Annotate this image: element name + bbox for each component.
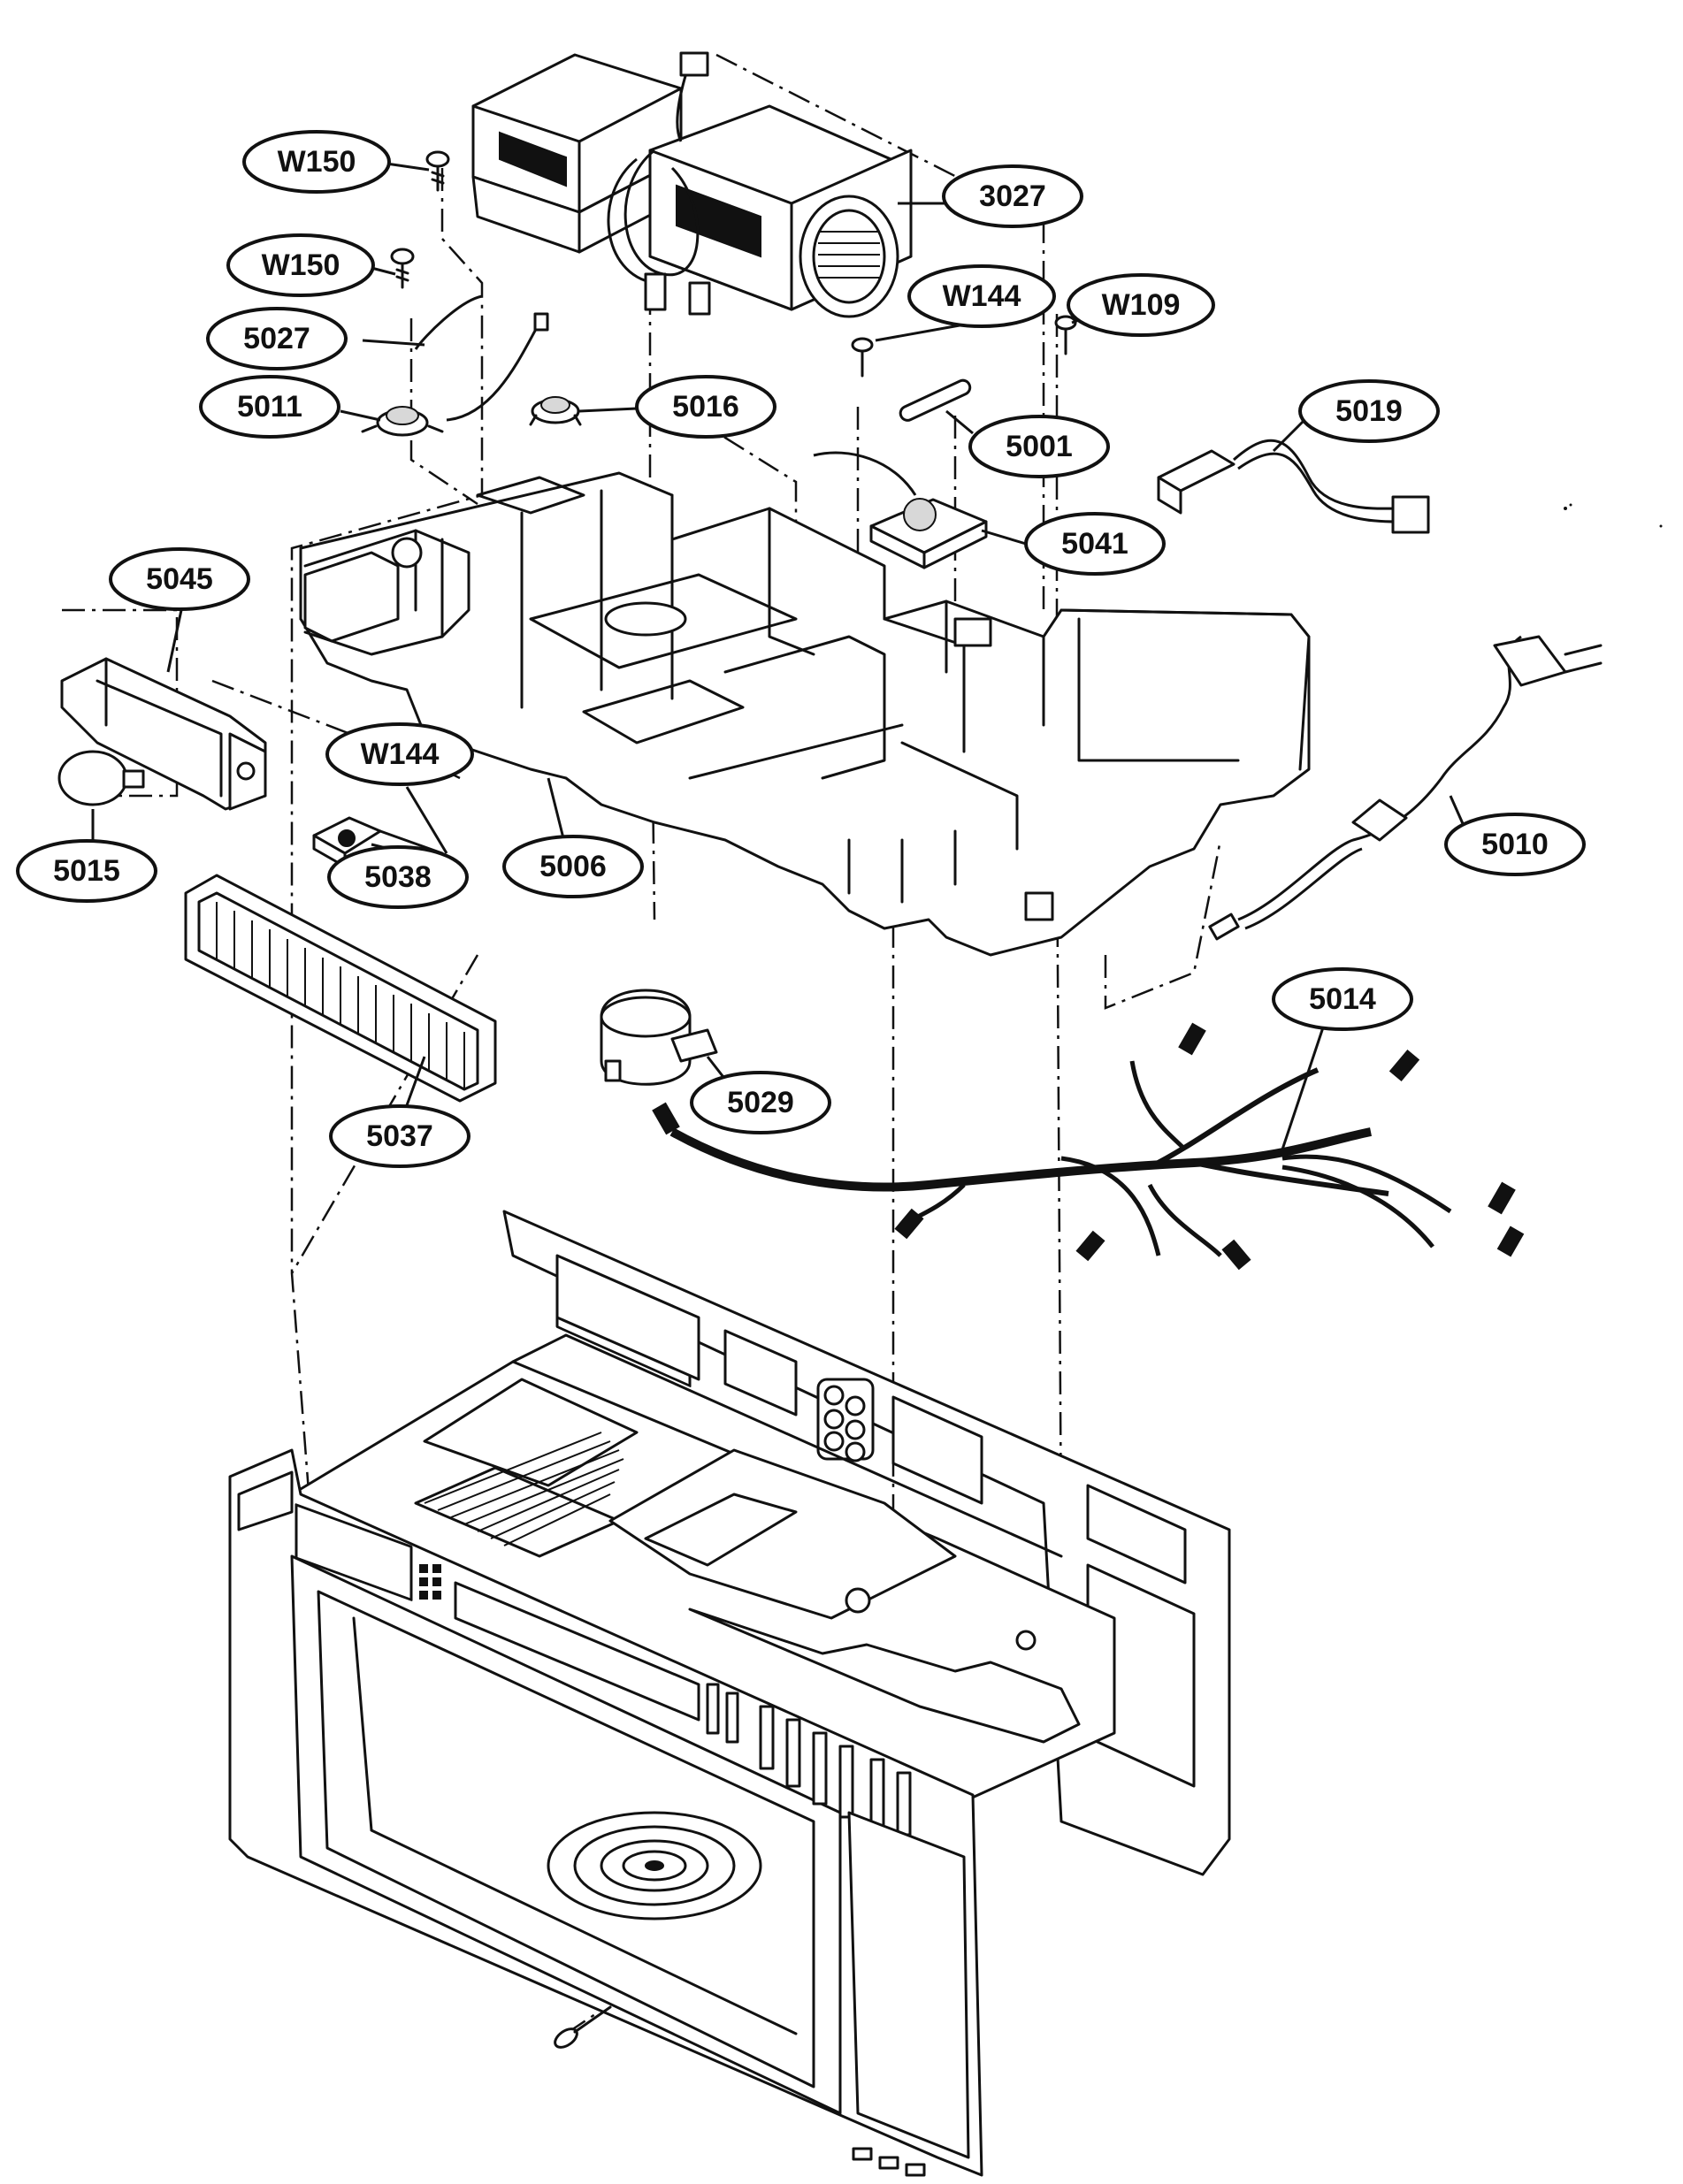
callout-w144-lower: W144 <box>325 722 474 786</box>
svg-text:5011: 5011 <box>237 390 302 424</box>
svg-text:5029: 5029 <box>727 1086 794 1119</box>
thermostat-5011 <box>361 406 444 437</box>
power-cord-5010 <box>1208 635 1603 941</box>
thermostat-5016 <box>529 396 582 426</box>
callout-5041: 5041 <box>1024 512 1166 576</box>
svg-text:5038: 5038 <box>364 860 432 894</box>
callout-5001: 5001 <box>968 415 1110 478</box>
callouts: W150 W150 3027 5027 5011 5016 W144 W109 … <box>16 130 1586 1168</box>
callout-w150-lower: W150 <box>226 233 375 297</box>
callout-w150-upper: W150 <box>242 130 391 194</box>
svg-text:5016: 5016 <box>672 390 739 424</box>
callout-5027: 5027 <box>206 307 348 370</box>
paper-specks <box>1564 503 1663 528</box>
callout-5037: 5037 <box>329 1104 470 1168</box>
callout-w109: W109 <box>1067 273 1215 337</box>
cabinet-screw <box>554 2005 612 2049</box>
callout-w144: W144 <box>907 264 1056 328</box>
svg-text:W150: W150 <box>262 248 340 282</box>
lamp-bulb-5015 <box>57 750 145 806</box>
svg-text:5014: 5014 <box>1309 982 1376 1016</box>
svg-text:5041: 5041 <box>1061 527 1128 561</box>
sensor-harness-5019 <box>1157 439 1430 534</box>
svg-text:W144: W144 <box>361 737 440 771</box>
callout-3027: 3027 <box>942 164 1083 228</box>
callout-5019: 5019 <box>1298 379 1440 443</box>
blower-fan-assembly <box>471 51 913 318</box>
screw-w150-upper <box>425 150 450 192</box>
base-plate-5006 <box>299 471 1311 957</box>
oven-cavity <box>228 1210 1231 2177</box>
svg-text:3027: 3027 <box>979 179 1046 213</box>
callout-5010: 5010 <box>1444 813 1586 876</box>
callout-5014: 5014 <box>1272 967 1413 1031</box>
svg-text:W150: W150 <box>278 145 356 179</box>
callout-5015: 5015 <box>16 839 157 903</box>
svg-text:5001: 5001 <box>1006 430 1073 463</box>
svg-text:5027: 5027 <box>243 322 310 355</box>
callout-5006: 5006 <box>502 835 644 898</box>
callout-5045: 5045 <box>109 547 250 611</box>
svg-text:5019: 5019 <box>1335 394 1403 428</box>
wire-harness-5014 <box>652 1022 1525 1271</box>
svg-text:W109: W109 <box>1102 288 1181 322</box>
callout-5016: 5016 <box>635 375 776 439</box>
screw-w150-lower <box>390 248 415 289</box>
svg-text:5037: 5037 <box>366 1119 433 1153</box>
callout-5029: 5029 <box>690 1071 831 1134</box>
screw-w144 <box>851 337 874 378</box>
svg-text:5045: 5045 <box>146 562 213 596</box>
callout-5011: 5011 <box>199 375 340 439</box>
turntable-motor-5029 <box>600 989 718 1086</box>
svg-text:5010: 5010 <box>1481 828 1549 861</box>
svg-text:5006: 5006 <box>539 850 607 883</box>
callout-5038: 5038 <box>327 845 469 909</box>
lamp-housing-5045 <box>60 657 267 811</box>
fuse-5001 <box>899 378 972 422</box>
svg-text:5015: 5015 <box>53 854 120 888</box>
svg-text:W144: W144 <box>943 279 1021 313</box>
noise-filter-board-5041 <box>813 451 988 569</box>
vent-grille-5037 <box>184 874 497 1103</box>
